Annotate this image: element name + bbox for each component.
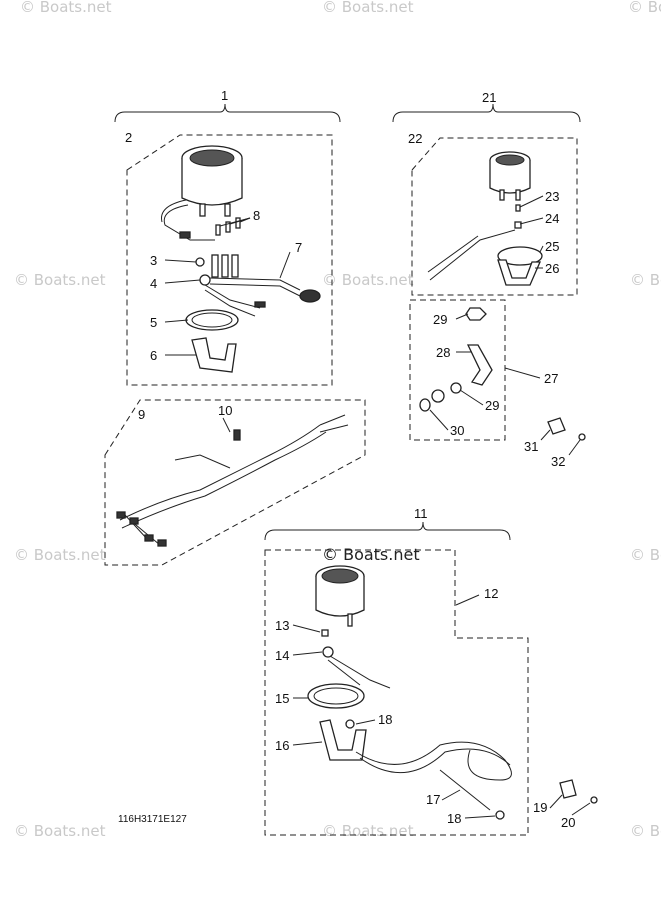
part-number: 1 (221, 88, 228, 103)
watermark: © Boats.net (14, 822, 106, 840)
part-number: 15 (275, 691, 289, 706)
part-number: 9 (138, 407, 145, 422)
part-number: 24 (545, 211, 559, 226)
part-number: 2 (125, 130, 132, 145)
diagram-code: 116H3171E127 (118, 814, 187, 825)
part-number: 17 (426, 792, 440, 807)
assembly-11 (264, 521, 598, 836)
part-number: 3 (150, 253, 157, 268)
part-number: 19 (533, 800, 547, 815)
part-number: 6 (150, 348, 157, 363)
part-number: 18 (378, 712, 392, 727)
part-number: 13 (275, 618, 289, 633)
part-numbers: 1 2 3 4 5 6 7 8 9 10 11 12 13 14 15 16 1… (125, 88, 575, 830)
watermark: © Boats.net (14, 271, 106, 289)
watermark: © Boats.net (630, 271, 661, 289)
part-number: 7 (295, 240, 302, 255)
part-number: 25 (545, 239, 559, 254)
watermark: © Boats.net (322, 0, 414, 16)
watermarks: © Boats.net © Boats.net © Boats.net © Bo… (14, 0, 661, 840)
part-number: 20 (561, 815, 575, 830)
part-number: 26 (545, 261, 559, 276)
part-number: 18 (447, 811, 461, 826)
watermark: © Boats.net (630, 822, 661, 840)
part-number: 16 (275, 738, 289, 753)
watermark: © Boats.net (630, 546, 661, 564)
part-number: 5 (150, 315, 157, 330)
part-number: 29 (485, 398, 499, 413)
watermark: © Boats.net (322, 271, 414, 289)
part-number: 11 (414, 506, 428, 521)
watermark: © Boats.net (20, 0, 112, 16)
part-number: 10 (218, 403, 232, 418)
assembly-9 (104, 399, 366, 566)
part-number: 22 (408, 131, 422, 146)
part-number: 14 (275, 648, 289, 663)
part-number: 4 (150, 276, 157, 291)
watermark: © Boats.net (628, 0, 661, 16)
watermark: © Boats.net (322, 822, 414, 840)
watermark: © Boats.net (14, 546, 106, 564)
leader-lines (164, 195, 591, 819)
part-number: 32 (551, 454, 565, 469)
part-number: 30 (450, 423, 464, 438)
part-number: 31 (524, 439, 538, 454)
part-number: 23 (545, 189, 559, 204)
part-number: 29 (433, 312, 447, 327)
part-number: 8 (253, 208, 260, 223)
watermark-dark: © Boats.net (322, 545, 420, 564)
part-number: 12 (484, 586, 498, 601)
assembly-1 (114, 103, 341, 386)
part-number: 21 (482, 90, 496, 105)
assembly-21 (392, 103, 586, 441)
part-number: 27 (544, 371, 558, 386)
part-number: 28 (436, 345, 450, 360)
